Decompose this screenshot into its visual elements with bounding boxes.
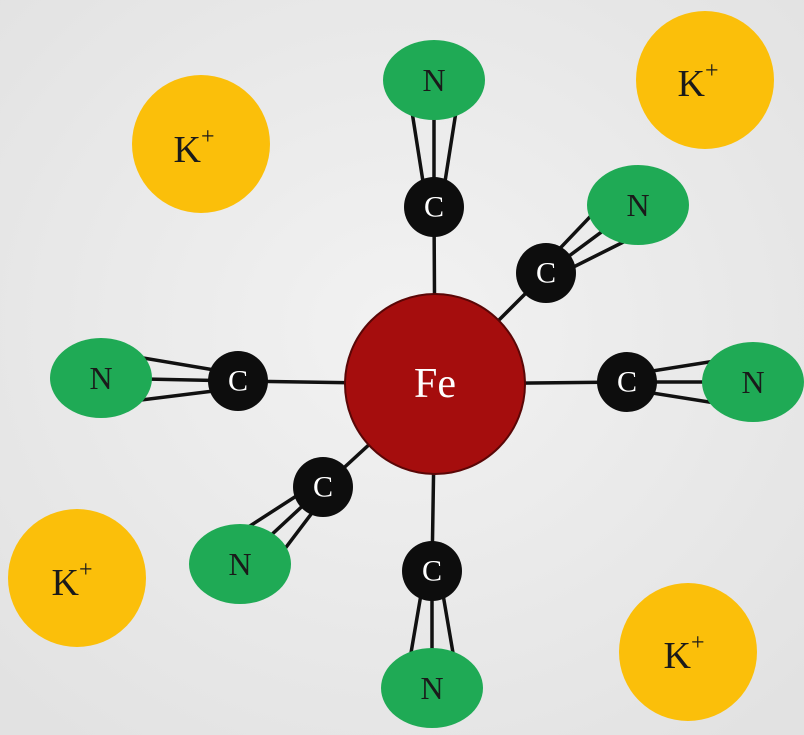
carbon-atom-left	[208, 351, 268, 411]
potassium-symbol: K	[664, 635, 692, 677]
potassium-circle	[619, 583, 757, 721]
potassium-ion-upper-right: K+	[636, 11, 774, 149]
nitrogen-label: N	[422, 62, 445, 98]
carbon-atom-upper-right	[516, 243, 576, 303]
iron-center: Fe	[344, 293, 526, 475]
carbon-atom-right	[597, 352, 657, 412]
potassium-label: K+	[678, 58, 719, 105]
nitrogen-atom-right	[702, 342, 804, 422]
carbon-atom-bottom	[402, 541, 462, 601]
potassium-symbol: K	[678, 63, 706, 105]
nitrogen-atom-top	[383, 40, 485, 120]
potassium-charge: +	[79, 557, 93, 583]
iron-label: Fe	[414, 361, 456, 407]
potassium-ion-upper-left: K+	[132, 75, 270, 213]
potassium-circle	[636, 11, 774, 149]
cyanide-ligand-bottom: N C	[381, 541, 483, 728]
nitrogen-atom-left	[50, 338, 152, 418]
carbon-atom-lower-left	[293, 457, 353, 517]
potassium-label: K+	[52, 557, 93, 604]
carbon-label: C	[313, 471, 333, 504]
potassium-ion-lower-left: K+	[8, 509, 146, 647]
potassium-label: K+	[664, 630, 705, 677]
potassium-charge: +	[691, 630, 705, 656]
nitrogen-label: N	[89, 360, 112, 396]
nitrogen-atom-upper-right	[587, 165, 689, 245]
iron-atom	[344, 293, 526, 475]
cyanide-ligand-left: N C	[50, 338, 268, 418]
carbon-label: C	[617, 366, 637, 399]
cyanide-ligand-upper-right: N C	[516, 165, 689, 303]
nitrogen-label: N	[420, 670, 443, 706]
nitrogen-label: N	[741, 364, 764, 400]
potassium-symbol: K	[52, 562, 80, 604]
nitrogen-label: N	[228, 546, 251, 582]
potassium-circle	[132, 75, 270, 213]
nitrogen-label: N	[626, 187, 649, 223]
cyanide-ligand-lower-left: N C	[189, 457, 353, 604]
cyanide-ligand-top: N C	[383, 40, 485, 237]
carbon-atom-top	[404, 177, 464, 237]
potassium-ion-lower-right: K+	[619, 583, 757, 721]
potassium-charge: +	[201, 124, 215, 150]
carbon-label: C	[422, 555, 442, 588]
carbon-label: C	[424, 191, 444, 224]
potassium-circle	[8, 509, 146, 647]
carbon-label: C	[228, 365, 248, 398]
potassium-symbol: K	[174, 129, 202, 171]
nitrogen-atom-bottom	[381, 648, 483, 728]
nitrogen-atom-lower-left	[189, 524, 291, 604]
carbon-label: C	[536, 257, 556, 290]
cyanide-ligand-right: N C	[597, 342, 804, 422]
potassium-label: K+	[174, 124, 215, 171]
potassium-charge: +	[705, 58, 719, 84]
